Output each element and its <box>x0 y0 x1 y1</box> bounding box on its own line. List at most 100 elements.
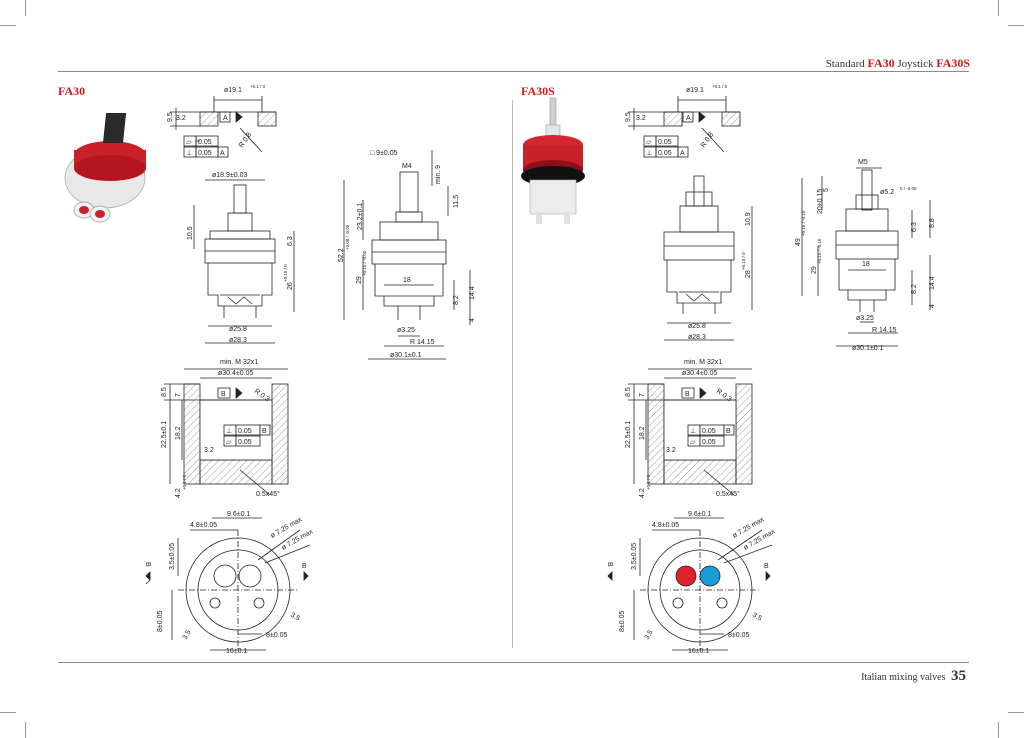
fa30-seat-datum: A <box>223 115 228 122</box>
fa30s-bottom-w2: 16±0.1 <box>688 648 709 655</box>
fa30s-front-h3: 28 <box>745 270 752 278</box>
fa30-seat-angle: 3.2 <box>176 115 186 122</box>
page-footer: Italian mixing valves 35 <box>861 668 966 685</box>
column-divider <box>512 100 513 648</box>
fa30s-front-view <box>663 175 753 341</box>
fa30s-section-view <box>628 368 753 496</box>
fa30s-section-h3: 22.5±0.1 <box>625 421 632 448</box>
page-number: 35 <box>951 668 966 684</box>
fa30-bottom-b1: B <box>144 562 151 567</box>
fa30s-side-width: 18 <box>862 261 870 268</box>
fa30-side-h2: 23.2±0.1 <box>357 203 364 230</box>
fa30-bottom-v2: 8±0.05 <box>157 611 164 632</box>
fa30-section-angle: 3.2 <box>204 447 214 454</box>
fa30-section-h3: 22.5±0.1 <box>161 421 168 448</box>
fa30-side-view <box>343 150 471 360</box>
fa30-bottom-w2: 16±0.1 <box>226 648 247 655</box>
crop-mark <box>25 722 26 738</box>
fa30s-side-v5: 4 <box>929 304 936 308</box>
fa30-section-chamfer: 0.5x45° <box>256 490 280 498</box>
fa30-section-flatness: 0.05 <box>238 439 252 446</box>
fa30s-section-flatness: 0.05 <box>702 439 716 446</box>
crop-mark <box>1008 25 1024 26</box>
fa30-side-d1: ø3.25 <box>397 327 415 334</box>
fa30s-seat-flatness: 0.05 <box>658 139 672 146</box>
fa30s-section-h5-tol: +0.1 / 0 <box>646 474 651 490</box>
fa30-front-h1: 10.5 <box>187 226 194 240</box>
crop-mark <box>0 25 16 26</box>
fa30-bottom-v1: 3.5±0.05 <box>169 543 176 570</box>
fa30s-bottom-h1: 3.5 <box>644 629 655 641</box>
fa30-front-d1: ø25.8 <box>229 326 247 333</box>
perpendicular-icon: ⊥ <box>186 150 192 157</box>
fa30s-section-perp: 0.05 <box>702 428 716 435</box>
fa30-cartridge-photo <box>64 113 146 223</box>
fa30-bottom-b2: B <box>302 563 307 570</box>
flatness-icon: ▱ <box>690 439 696 446</box>
fa30-seat-diameter: ø19.1 <box>224 87 242 94</box>
fa30-front-h2: 6.3 <box>287 236 294 246</box>
footer-rule <box>58 662 969 663</box>
fa30s-side-view <box>801 167 931 347</box>
footer-text: Italian mixing valves <box>861 672 946 683</box>
model-title-fa30s: FA30S <box>521 84 555 98</box>
crop-mark <box>0 712 16 713</box>
flatness-icon: ▱ <box>226 439 232 446</box>
fa30-bottom-h1: 3.5 <box>182 629 193 641</box>
fa30-side-radius: R 14.15 <box>410 339 435 346</box>
fa30s-side-radius: R 14.15 <box>872 327 897 334</box>
fa30s-section-diameter: ø30.4±0.05 <box>682 370 717 377</box>
fa30s-side-v0: 5 <box>823 188 830 192</box>
fa30s-side-v4: 14.4 <box>929 276 936 290</box>
fa30-section-h1: 8.5 <box>161 387 168 397</box>
fa30s-bottom-d1: 9.6±0.1 <box>688 511 711 518</box>
fa30s-bottom-v2: 8±0.05 <box>619 611 626 632</box>
fa30-section-perp-ref: B <box>262 428 267 435</box>
fa30s-seat-diameter: ø19.1 <box>686 87 704 94</box>
fa30-side-h4-tol: +0.15 / -0.05 <box>362 250 367 276</box>
fa30-seat-diameter-tol: +0.1 / 0 <box>250 84 266 89</box>
fa30s-section-chamfer: 0.5x45° <box>716 490 740 498</box>
fa30s-section-thread: min. M 32x1 <box>684 359 722 366</box>
fa30-side-h3-tol: +0.08 / -0.05 <box>345 224 350 250</box>
page-header: Standard FA30 Joystick FA30S <box>826 56 970 71</box>
perpendicular-icon: ⊥ <box>226 428 232 435</box>
fa30-section-h5: 4.2 <box>175 488 182 498</box>
fa30-front-d2: ø28.3 <box>229 337 247 344</box>
fa30-bottom-h2: 3.5 <box>289 612 301 623</box>
fa30s-section-h1: 8.5 <box>625 387 632 397</box>
fa30s-side-h2: 49 <box>795 238 802 246</box>
fa30-side-v3: 4 <box>469 318 476 322</box>
fa30s-section-angle: 3.2 <box>666 447 676 454</box>
fa30-bottom-d1: 9.6±0.1 <box>227 511 250 518</box>
fa30s-section-h4: 18.2 <box>639 426 646 440</box>
fa30-section-h4: 18.2 <box>175 426 182 440</box>
fa30-seat-detail <box>170 96 277 158</box>
header-rule <box>58 71 969 72</box>
header-prefix-joystick: Joystick <box>897 58 934 70</box>
fa30s-front-h3-tol: +0.15 / 0 <box>741 252 746 270</box>
header-model-fa30: FA30 <box>867 56 895 70</box>
fa30s-side-thread: M5 <box>858 159 868 166</box>
fa30s-side-v1: 6.3 <box>911 222 918 232</box>
fa30-seat-height: 9.5 <box>167 112 174 122</box>
fa30-section-h5-tol: +0.1 / 0 <box>182 474 187 490</box>
fa30-bottom-w1: 8±0.05 <box>266 632 287 639</box>
fa30-section-h2: 7 <box>175 393 182 397</box>
flatness-icon: ▱ <box>646 139 652 146</box>
fa30s-side-diameter-tol: 0 / -0.05 <box>900 186 917 191</box>
fa30s-bottom-h2: 3.5 <box>751 612 763 623</box>
header-prefix-standard: Standard <box>825 58 865 70</box>
fa30-section-view <box>164 368 289 496</box>
fa30-seat-perp-ref: A <box>220 150 225 157</box>
header-model-fa30s: FA30S <box>936 56 970 70</box>
fa30-side-h4: 29 <box>356 276 363 284</box>
fa30-front-stem-diameter: ø18.9±0.03 <box>212 172 247 179</box>
fa30-seat-flatness: 0.05 <box>198 139 212 146</box>
fa30-front-h3-tol: +0.15 / 0 <box>283 264 288 282</box>
fa30-side-width: 18 <box>403 277 411 284</box>
fa30s-section-h2: 7 <box>639 393 646 397</box>
fa30s-side-v2: 8.8 <box>929 218 936 228</box>
